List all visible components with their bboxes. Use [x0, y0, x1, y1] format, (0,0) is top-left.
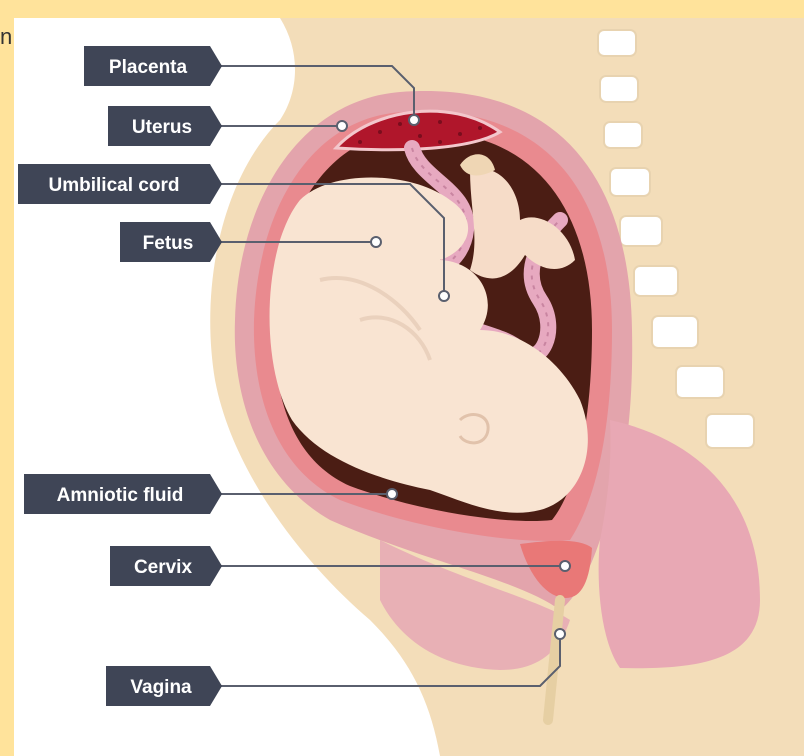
label-amniotic-fluid-text: Amniotic fluid [57, 485, 184, 506]
label-uterus-text: Uterus [132, 117, 192, 138]
label-umbilical-cord: Umbilical cord [18, 164, 222, 204]
background-partial-text: n [0, 24, 12, 49]
cervix-dot [560, 561, 570, 571]
label-vagina-text: Vagina [130, 677, 192, 698]
umbilical-cord-dot [439, 291, 449, 301]
fetus-dot [371, 237, 381, 247]
amniotic-fluid-dot [387, 489, 397, 499]
label-umbilical-cord-text: Umbilical cord [49, 175, 180, 196]
label-placenta: Placenta [84, 46, 222, 86]
label-cervix-text: Cervix [134, 557, 193, 578]
label-amniotic-fluid: Amniotic fluid [24, 474, 222, 514]
uterus-dot [337, 121, 347, 131]
label-fetus: Fetus [120, 222, 222, 262]
placenta-dot [409, 115, 419, 125]
label-placenta-text: Placenta [109, 57, 188, 78]
label-fetus-text: Fetus [143, 233, 194, 254]
label-vagina: Vagina [106, 666, 222, 706]
label-uterus: Uterus [108, 106, 222, 146]
label-cervix: Cervix [110, 546, 222, 586]
vagina-dot [555, 629, 565, 639]
